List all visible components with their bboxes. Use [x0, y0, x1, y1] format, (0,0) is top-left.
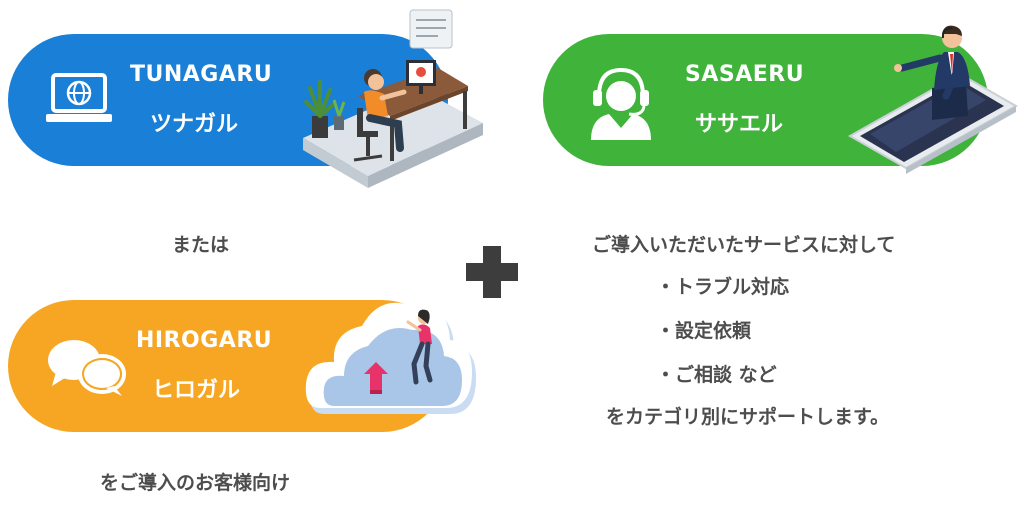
- laptop-globe-icon: [46, 73, 112, 122]
- support-item: ・設定依頼: [656, 320, 752, 342]
- service-name-ja: ササエル: [695, 112, 784, 137]
- chat-bubbles-icon: [48, 340, 126, 396]
- cloud-upload-illustration: [305, 302, 476, 414]
- support-item: ・トラブル対応: [656, 276, 790, 298]
- service-name-en: HIROGARU: [136, 328, 273, 353]
- service-name-en: SASAERU: [685, 62, 805, 87]
- or-caption: または: [172, 234, 230, 256]
- support-intro: ご導入いただいたサービスに対して: [592, 234, 896, 256]
- support-item: ・ご相談 など: [656, 364, 777, 386]
- service-name-ja: ヒロガル: [152, 378, 241, 403]
- service-name-ja: ツナガル: [150, 112, 239, 137]
- target-caption: をご導入のお客様向け: [100, 472, 291, 494]
- support-operator-illustration: [847, 25, 1019, 174]
- plus-icon: [466, 246, 518, 298]
- support-outro: をカテゴリ別にサポートします。: [606, 406, 890, 428]
- operator-headset-icon: [591, 67, 651, 140]
- service-name-en: TUNAGARU: [130, 62, 273, 87]
- office-worker-illustration: [303, 9, 483, 188]
